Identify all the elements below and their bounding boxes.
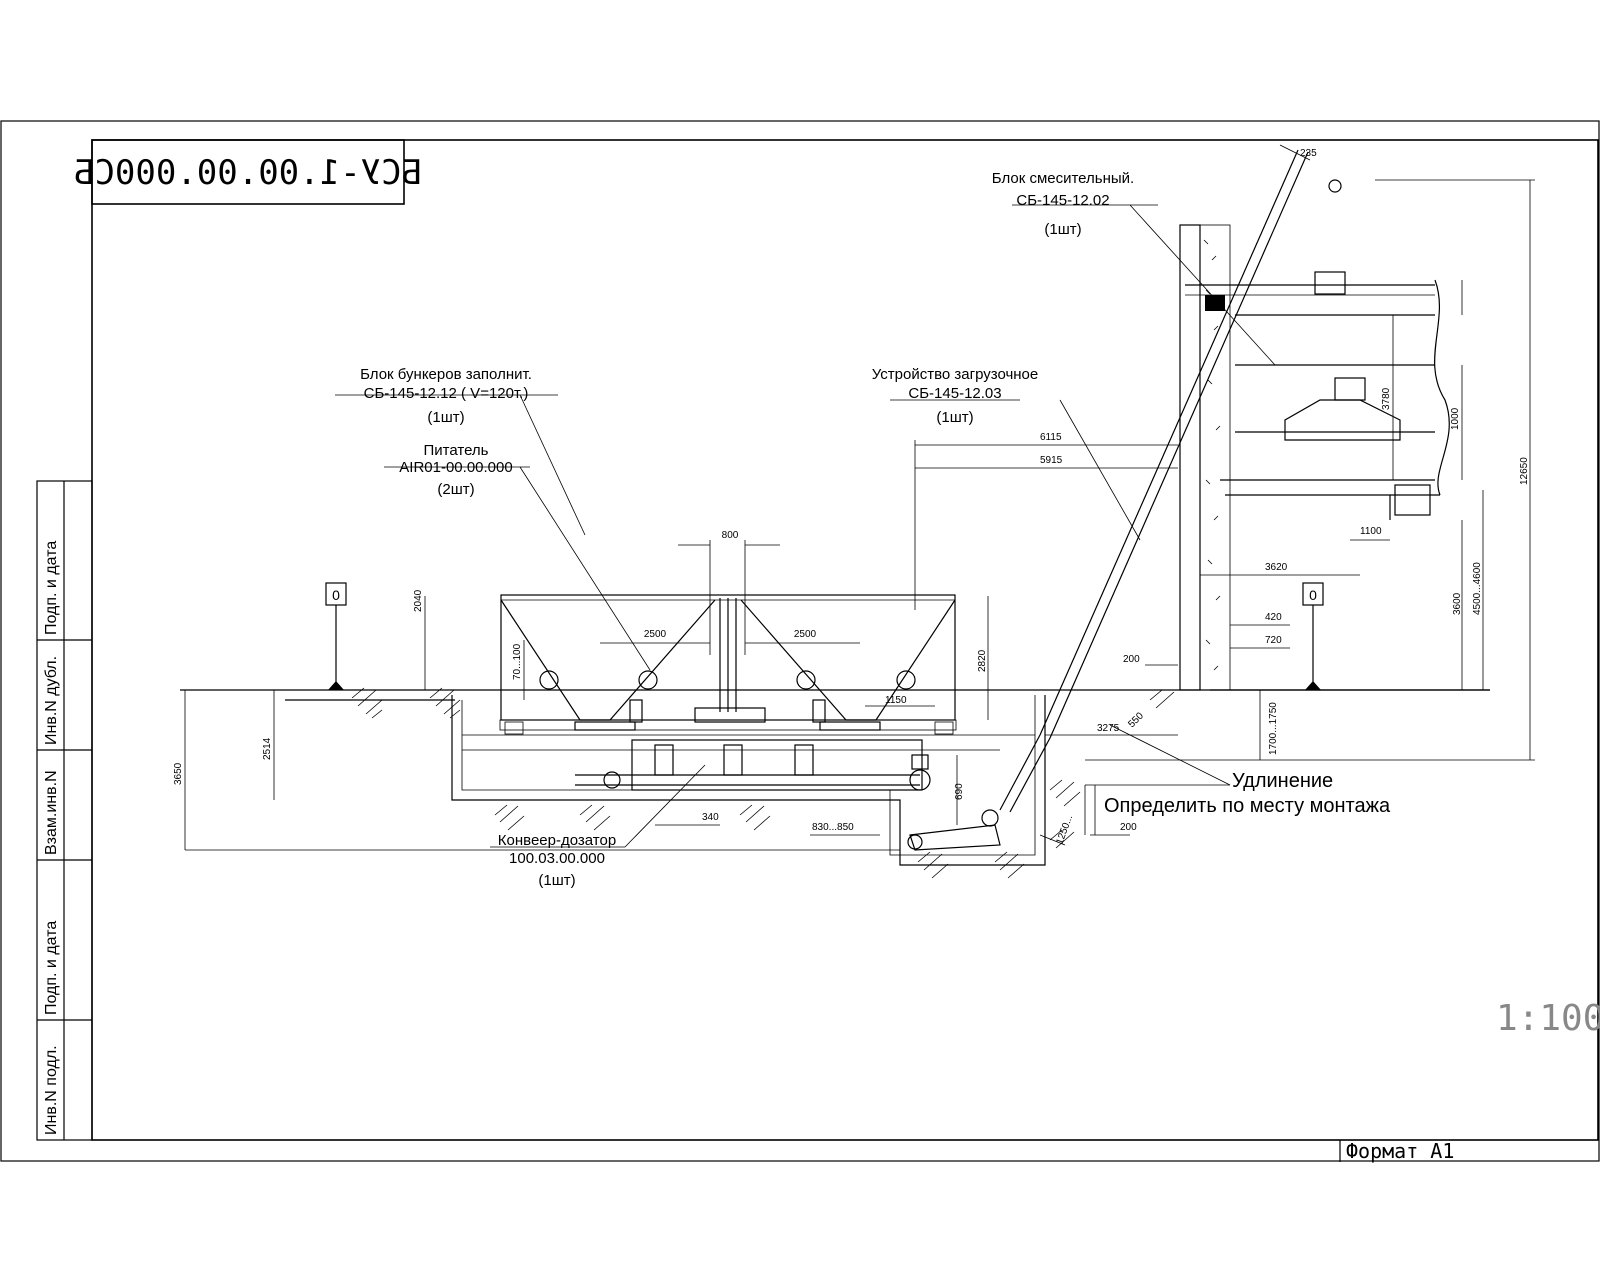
level-mark-right: 0 [1302,582,1324,690]
pit-conveyor [907,809,1001,851]
svg-text:Подп. и дата: Подп. и дата [43,541,60,635]
drawing-code: БСУ-1.00.00.000СБ [74,153,422,193]
svg-text:420: 420 [1265,612,1282,623]
svg-text:2040: 2040 [413,589,424,612]
format-label: Формат А1 [1346,1139,1454,1163]
callout-feeder: Питатель AIR01-00.00.000 (2шт) [399,442,512,498]
inner-frame [91,139,1599,1141]
callout-bunkers: Блок бункеров заполнит. СБ-145-12.12 ( V… [360,366,532,426]
inclined-loader [999,149,1342,813]
svg-text:1250...: 1250... [1054,814,1075,847]
svg-text:(2шт): (2шт) [437,481,474,498]
svg-text:2514: 2514 [262,737,273,760]
svg-text:6115: 6115 [1040,432,1062,443]
svg-text:3600: 3600 [1452,592,1463,615]
svg-text:340: 340 [702,812,719,823]
svg-text:5915: 5915 [1040,455,1063,466]
svg-text:2820: 2820 [977,649,988,672]
svg-text:2500: 2500 [644,629,667,640]
callout-conveyor: Конвеер-дозатор 100.03.00.000 (1шт) [498,832,616,889]
callout-loader: Устройство загрузочное СБ-145-12.03 (1шт… [872,366,1039,426]
svg-text:Блок смесительный.: Блок смесительный. [992,170,1134,187]
svg-text:Взам.инв.N: Взам.инв.N [43,770,60,855]
svg-text:3275: 3275 [1097,723,1120,734]
svg-text:1700...1750: 1700...1750 [1268,702,1279,755]
svg-text:4500...4600: 4500...4600 [1472,562,1483,615]
svg-text:550: 550 [1126,710,1146,730]
dimension-lines [184,144,1535,851]
ground-line [180,689,1490,701]
svg-text:3620: 3620 [1265,562,1288,573]
svg-text:СБ-145-12.12 ( V=120т.): СБ-145-12.12 ( V=120т.) [364,385,529,402]
title-block-box [91,139,405,205]
svg-text:1150: 1150 [885,695,907,706]
side-stamp: Инв.N подл. Подп. и дата Взам.инв.N Инв.… [36,480,93,1141]
svg-text:Устройство загрузочное: Устройство загрузочное [872,366,1039,383]
leader-lines [335,204,1276,848]
svg-text:12650: 12650 [1519,457,1530,485]
callout-mixer: Блок смесительный. СБ-145-12.02 (1шт) [992,170,1134,238]
svg-text:Блок бункеров заполнит.: Блок бункеров заполнит. [360,366,532,383]
svg-text:1100: 1100 [1360,526,1382,537]
svg-text:0: 0 [332,587,340,603]
bunker-block [499,594,957,735]
svg-text:Конвеер-дозатор: Конвеер-дозатор [498,832,616,849]
svg-text:1000: 1000 [1450,407,1461,430]
svg-text:Определить по месту монтажа: Определить по месту монтажа [1104,795,1391,817]
ground-hatching [351,687,1175,879]
svg-text:800: 800 [722,530,739,541]
svg-text:3780: 3780 [1381,387,1392,410]
svg-text:200: 200 [1123,654,1140,665]
svg-text:СБ-145-12.02: СБ-145-12.02 [1016,192,1109,209]
svg-text:200: 200 [1120,822,1137,833]
svg-text:720: 720 [1265,635,1282,646]
svg-text:СБ-145-12.03: СБ-145-12.03 [908,385,1001,402]
pit-structure [451,695,1046,866]
svg-text:AIR01-00.00.000: AIR01-00.00.000 [399,459,512,476]
svg-text:Питатель: Питатель [424,442,489,459]
svg-text:(1шт): (1шт) [1044,221,1081,238]
scale-label: 1:100 [1496,998,1600,1039]
svg-text:Инв.N подл.: Инв.N подл. [43,1045,60,1135]
outer-frame [0,120,1600,1162]
conveyor-dispenser [575,739,931,791]
svg-text:Удлинение: Удлинение [1232,770,1333,792]
svg-text:70...100: 70...100 [512,643,523,680]
svg-text:Инв.N дубл.: Инв.N дубл. [43,656,60,745]
svg-text:Подп. и дата: Подп. и дата [43,921,60,1015]
svg-text:3650: 3650 [173,762,184,785]
svg-text:0: 0 [1309,587,1317,603]
svg-text:(1шт): (1шт) [538,872,575,889]
svg-text:(1шт): (1шт) [427,409,464,426]
svg-text:2500: 2500 [794,629,817,640]
extension-note: Удлинение Определить по месту монтажа [1104,770,1391,817]
level-mark-left: 0 [325,582,347,690]
feeder-unit [539,670,916,731]
dimension-labels: 235 6115 5915 800 2500 2500 2040 2820 70… [173,148,1530,846]
mixer-building [1179,224,1450,691]
svg-text:830...850: 830...850 [812,822,854,833]
svg-text:(1шт): (1шт) [936,409,973,426]
svg-text:690: 690 [954,783,965,800]
svg-text:100.03.00.000: 100.03.00.000 [509,850,605,867]
svg-text:235: 235 [1300,148,1317,159]
